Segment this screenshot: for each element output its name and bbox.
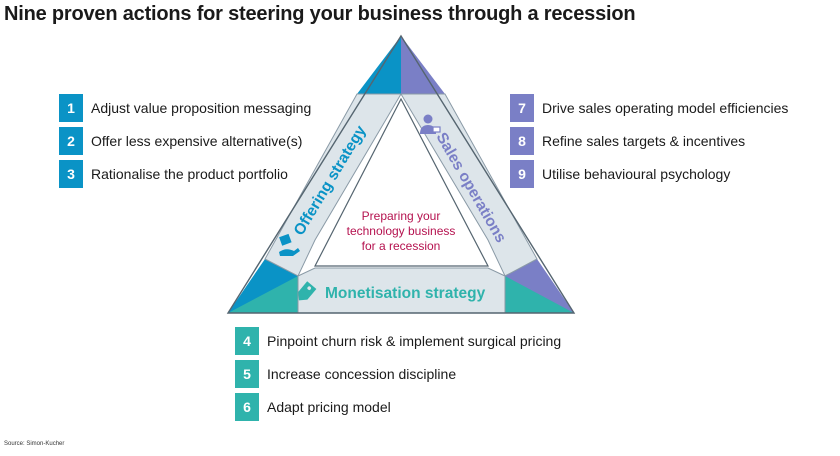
item-number: 8 [510,127,534,155]
center-text-line2: technology business [347,224,456,238]
item-label: Adapt pricing model [267,399,391,415]
triangle-outline [226,34,576,314]
item-label: Utilise behavioural psychology [542,166,731,182]
box-in-hand-icon [279,233,300,256]
left-corner-offering [228,259,298,313]
salesperson-icon [420,114,441,134]
item-number: 4 [235,327,259,355]
price-tag-icon [298,281,317,301]
sales-item-9: 9 Utilise behavioural psychology [510,160,730,188]
item-label: Drive sales operating model efficiencies [542,100,789,116]
monetisation-item-6: 6 Adapt pricing model [235,393,391,421]
item-number: 3 [59,160,83,188]
item-number: 6 [235,393,259,421]
item-label: Adjust value proposition messaging [91,100,312,116]
source-note: Source: Simon-Kucher [4,441,65,447]
right-corner-monetisation [505,276,574,313]
item-label: Pinpoint churn risk & implement surgical… [267,333,562,349]
page-title: Nine proven actions for steering your bu… [4,3,636,25]
item-number: 7 [510,94,534,122]
monetisation-item-4: 4 Pinpoint churn risk & implement surgic… [235,327,561,355]
item-label: Increase concession discipline [267,366,457,382]
center-text-line1: Preparing your [362,209,441,223]
monetisation-item-5: 5 Increase concession discipline [235,360,456,388]
top-corner-sales [401,36,445,94]
offering-item-3: 3 Rationalise the product portfolio [59,160,288,188]
center-text-line3: for a recession [362,239,441,253]
item-number: 5 [235,360,259,388]
offering-item-1: 1 Adjust value proposition messaging [59,94,311,122]
item-label: Offer less expensive alternative(s) [91,133,303,149]
monetisation-strategy-label: Monetisation strategy [325,285,486,302]
sales-item-8: 8 Refine sales targets & incentives [510,127,745,155]
top-corner-offering [357,36,401,94]
right-corner-sales [505,259,574,313]
sales-item-7: 7 Drive sales operating model efficienci… [510,94,788,122]
item-number: 1 [59,94,83,122]
offering-item-2: 2 Offer less expensive alternative(s) [59,127,302,155]
item-label: Refine sales targets & incentives [542,133,746,149]
left-corner-monetisation [228,276,298,313]
item-number: 2 [59,127,83,155]
item-number: 9 [510,160,534,188]
item-label: Rationalise the product portfolio [91,166,288,182]
inner-triangle-outline [314,97,489,267]
band-offering [264,93,402,277]
